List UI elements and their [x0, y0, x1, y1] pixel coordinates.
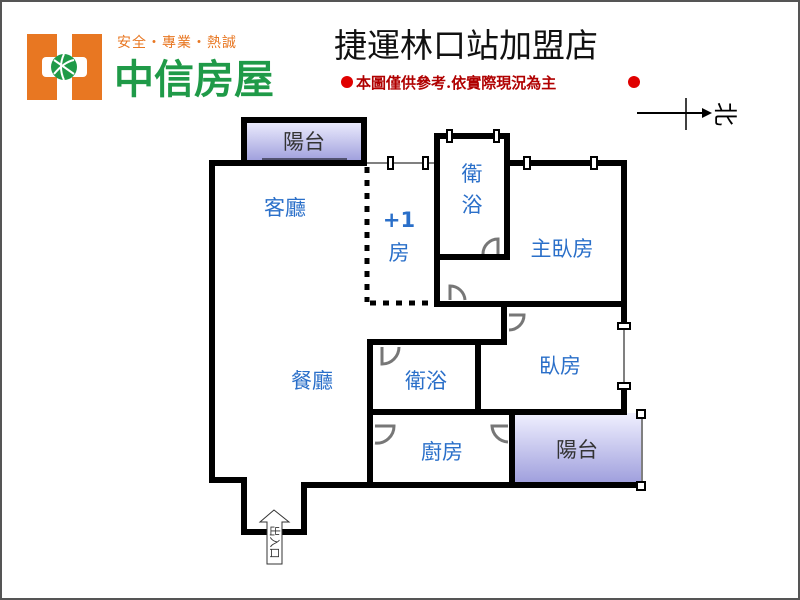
- label-extra-room: 房: [389, 241, 410, 265]
- north-label: 北: [711, 102, 739, 126]
- entrance-arrow-icon: 出入口: [258, 509, 291, 565]
- label-bathroom: 衛浴: [405, 369, 447, 393]
- balcony-top: [244, 120, 364, 162]
- door-arcs: [374, 237, 526, 445]
- page-title: 捷運林口站加盟店: [334, 26, 598, 65]
- walls: [209, 117, 646, 535]
- logo-brand: 中信房屋: [114, 57, 274, 103]
- label-bathroom-top-1: 衛: [462, 162, 483, 186]
- note-dot-right: [628, 76, 640, 88]
- label-living-room: 客廳: [264, 196, 306, 220]
- label-extra-room-plus: +1: [383, 208, 415, 232]
- north-arrow-icon: 北: [637, 98, 739, 130]
- entrance-label: 出入口: [268, 526, 282, 559]
- note-dot-left: [341, 76, 353, 88]
- company-logo: 安全・專業・熱誠 中信房屋: [27, 34, 274, 103]
- label-bedroom: 臥房: [539, 354, 581, 378]
- balcony-bottom: [512, 413, 641, 485]
- label-balcony-bottom: 陽台: [556, 438, 598, 462]
- label-master-bedroom: 主臥房: [531, 237, 594, 261]
- label-balcony-top: 陽台: [283, 130, 325, 154]
- label-bathroom-top-2: 浴: [462, 193, 483, 217]
- label-kitchen: 廚房: [421, 440, 463, 464]
- logo-slogan: 安全・專業・熱誠: [117, 34, 237, 51]
- disclaimer-note: 本圖僅供參考.依實際現況為主: [356, 74, 556, 92]
- label-dining-room: 餐廳: [291, 369, 333, 393]
